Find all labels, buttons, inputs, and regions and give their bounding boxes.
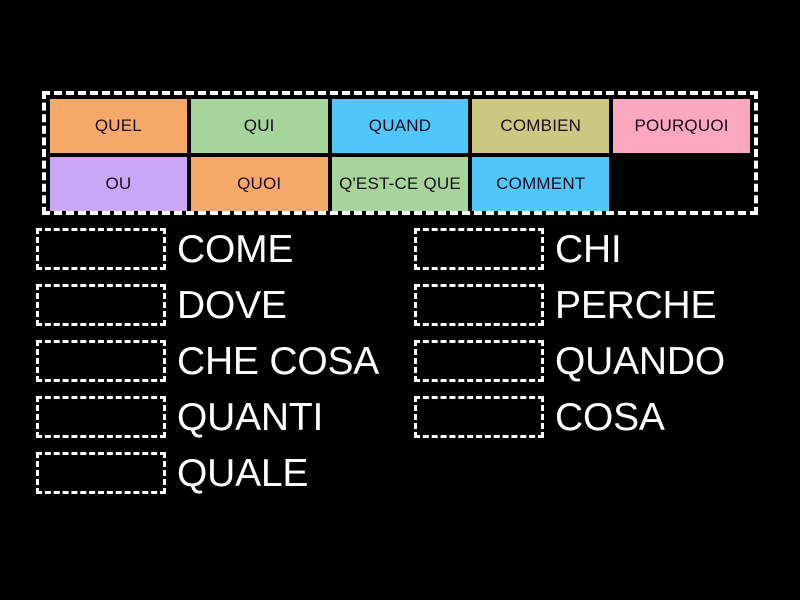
dropzone-quale[interactable] — [36, 452, 166, 494]
answer-label-quando: QUANDO — [555, 339, 725, 383]
answer-label-cosa: COSA — [555, 395, 665, 439]
answer-label-dove: DOVE — [177, 283, 287, 327]
dropzone-dove[interactable] — [36, 284, 166, 326]
answer-label-come: COME — [177, 227, 294, 271]
answer-label-quale: QUALE — [177, 451, 309, 495]
word-tile-qui[interactable]: QUI — [190, 99, 328, 153]
answer-label-perche: PERCHE — [555, 283, 717, 327]
word-tile-quel[interactable]: QUEL — [50, 99, 187, 153]
dropzone-come[interactable] — [36, 228, 166, 270]
dropzone-chi[interactable] — [414, 228, 544, 270]
answer-row: COME — [36, 228, 416, 270]
answer-label-che-cosa: CHE COSA — [177, 339, 380, 383]
word-tile-combien[interactable]: COMBIEN — [472, 99, 610, 153]
answers-right-column: CHI PERCHE QUANDO COSA — [414, 228, 794, 452]
answer-row: QUANDO — [414, 340, 794, 382]
word-tile-ou[interactable]: OU — [50, 157, 187, 211]
word-bank-row-1: QUEL QUI QUAND COMBIEN POURQUOI — [50, 99, 750, 153]
word-tile-quoi[interactable]: QUOI — [190, 157, 328, 211]
word-tile-quand[interactable]: QUAND — [331, 99, 469, 153]
answer-row: QUALE — [36, 452, 416, 494]
word-tile-comment[interactable]: COMMENT — [472, 157, 610, 211]
answer-row: CHE COSA — [36, 340, 416, 382]
answer-row: PERCHE — [414, 284, 794, 326]
word-bank-container: QUEL QUI QUAND COMBIEN POURQUOI OU QUOI … — [42, 91, 758, 215]
dropzone-che-cosa[interactable] — [36, 340, 166, 382]
dropzone-quando[interactable] — [414, 340, 544, 382]
word-bank-empty-slot — [613, 157, 750, 211]
dropzone-perche[interactable] — [414, 284, 544, 326]
answer-row: COSA — [414, 396, 794, 438]
answer-row: QUANTI — [36, 396, 416, 438]
answer-label-chi: CHI — [555, 227, 622, 271]
word-bank-row-2: OU QUOI Q'EST-CE QUE COMMENT — [50, 157, 750, 211]
dropzone-cosa[interactable] — [414, 396, 544, 438]
word-tile-pourquoi[interactable]: POURQUOI — [613, 99, 750, 153]
answer-label-quanti: QUANTI — [177, 395, 324, 439]
word-tile-qestce-que[interactable]: Q'EST-CE QUE — [331, 157, 469, 211]
answer-row: DOVE — [36, 284, 416, 326]
answer-row: CHI — [414, 228, 794, 270]
answers-left-column: COME DOVE CHE COSA QUANTI QUALE — [36, 228, 416, 508]
dropzone-quanti[interactable] — [36, 396, 166, 438]
